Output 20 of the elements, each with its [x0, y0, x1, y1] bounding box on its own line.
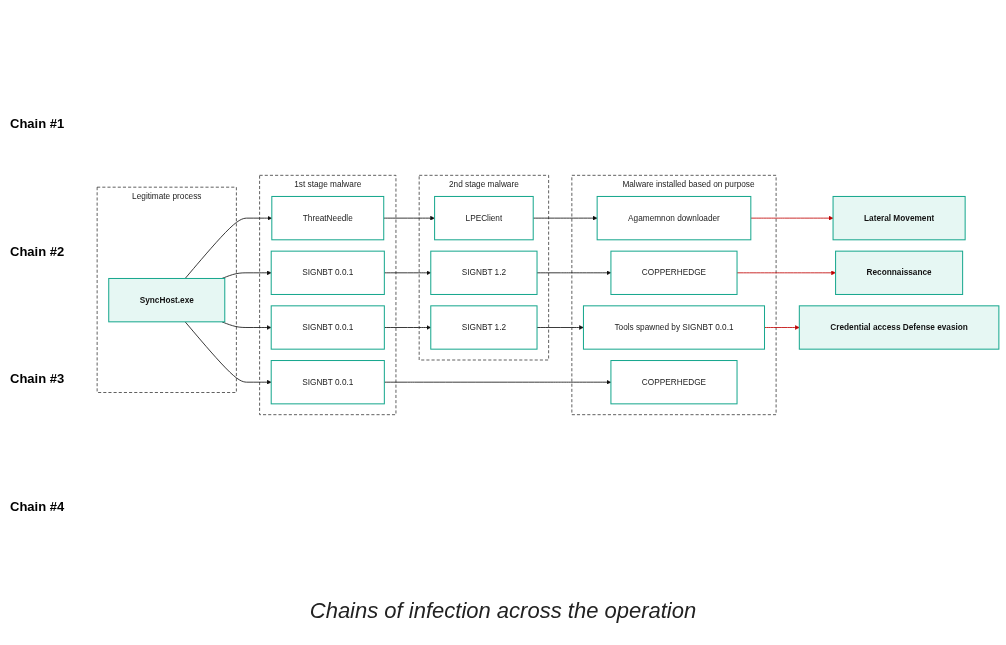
row-label: Chain #2: [10, 243, 66, 259]
row-label: Chain #4: [10, 498, 66, 514]
node-box: Credential access Defense evasion: [798, 305, 1000, 350]
node-box: COPPERHEDGE: [610, 360, 738, 405]
row-label: Chain #1: [10, 116, 66, 132]
node-box: LPEClient: [434, 195, 534, 241]
node-box: SIGNBT 0.0.1: [270, 305, 385, 350]
node-box: SIGNBT 1.2: [430, 250, 538, 295]
node-box: SIGNBT 0.0.1: [270, 250, 385, 295]
node-box: Reconnaissance: [835, 250, 964, 295]
node-box: Lateral Movement: [832, 195, 966, 241]
node-box: COPPERHEDGE: [610, 250, 738, 295]
row-label: Chain #3: [10, 371, 66, 387]
node-box: SyncHost.exe: [108, 277, 226, 323]
node-box: SIGNBT 1.2: [430, 305, 538, 350]
node-box: Tools spawned by SIGNBT 0.0.1: [582, 305, 765, 350]
caption: Chains of infection across the operation: [308, 598, 698, 624]
node-box: Agamemnon downloader: [596, 195, 752, 241]
node-box: SIGNBT 0.0.1: [270, 360, 385, 405]
node-box: ThreatNeedle: [271, 195, 385, 241]
